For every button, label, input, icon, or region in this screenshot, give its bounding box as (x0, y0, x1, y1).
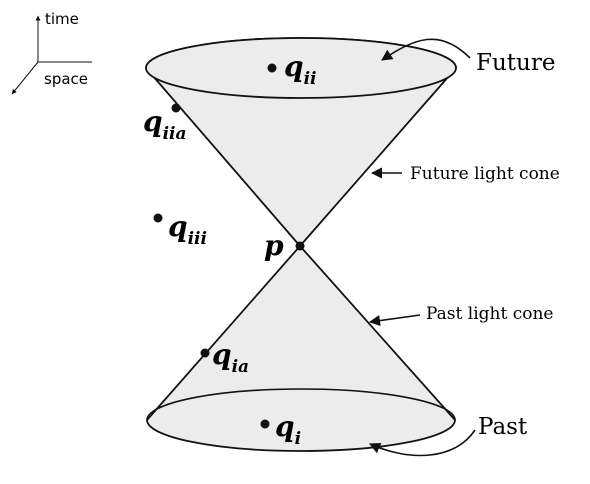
point-q-iii-dot (153, 213, 163, 223)
axes-indicator: time space (11, 10, 92, 95)
future-cone (145, 37, 457, 247)
future-arrow (381, 38, 471, 61)
past-cone-body (146, 245, 456, 452)
space-axis (11, 61, 39, 95)
point-q-iia-label: qiia (143, 105, 187, 144)
point-q-iii-label: qiii (168, 210, 207, 249)
point-q-ia-label: qia (212, 338, 249, 377)
future-label: Future (476, 50, 555, 76)
point-q-i-dot (260, 419, 270, 429)
point-q-i-label: qi (275, 410, 301, 449)
past-light-cone-arrow (368, 314, 421, 327)
past-cone-rim-back (146, 388, 456, 421)
point-q-ii-label: qii (284, 50, 317, 89)
past-light-cone-label: Past light cone (426, 304, 553, 324)
time-axis-label: time (45, 10, 79, 28)
past-label: Past (478, 414, 528, 440)
past-arrow (368, 429, 476, 457)
past-cone (146, 245, 456, 452)
future-cone-rim (145, 37, 457, 99)
point-p-dot (295, 241, 305, 251)
point-q-ia-dot (200, 348, 210, 358)
space-axis-label: space (44, 70, 88, 88)
point-p-label: p (264, 229, 284, 262)
future-light-cone-label: Future light cone (410, 164, 560, 184)
point-q-ii-dot (267, 63, 277, 73)
point-q-iia-dot (171, 103, 181, 113)
